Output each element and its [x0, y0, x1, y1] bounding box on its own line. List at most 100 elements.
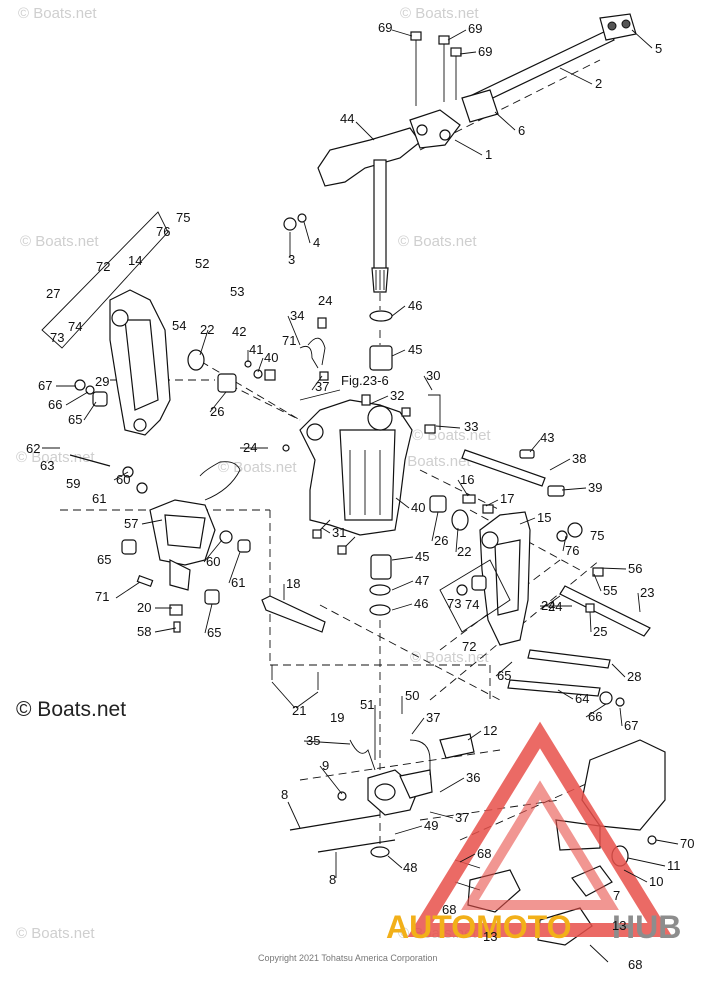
bolts-69: [410, 31, 462, 106]
leader-line: [203, 539, 223, 563]
callout-65: 65: [97, 552, 111, 567]
washer-46-lower: [369, 604, 391, 616]
callout-24: 24: [548, 599, 562, 614]
leader-line: [559, 67, 593, 85]
leader-line: [561, 487, 587, 491]
leader-line: [113, 471, 129, 481]
leader-line: [321, 527, 331, 534]
callout-20: 20: [137, 600, 151, 615]
callout-18: 18: [286, 576, 300, 591]
nut-3: [283, 217, 297, 231]
bushing-26-right: [429, 495, 447, 513]
callout-15: 15: [537, 510, 551, 525]
callout-14: 14: [128, 253, 142, 268]
callout-6: 6: [518, 123, 525, 138]
callout-56: 56: [628, 561, 642, 576]
leader-line: [394, 825, 423, 835]
callout-61: 61: [92, 491, 106, 506]
watermark: © Boats.net: [400, 5, 479, 22]
leader-line: [494, 111, 516, 131]
leader-line: [115, 581, 141, 599]
leader-line: [593, 573, 602, 592]
callout-60: 60: [206, 554, 220, 569]
brand-part2: HUB: [612, 909, 681, 945]
bushing-45-lower: [370, 554, 392, 580]
leader-line: [599, 567, 627, 570]
callout-70: 70: [680, 836, 694, 851]
leader-line: [585, 703, 607, 718]
leader-lines: [42, 29, 679, 883]
callout-62: 62: [26, 441, 40, 456]
callout-12: 12: [483, 723, 497, 738]
callout-67: 67: [38, 378, 52, 393]
leader-line: [423, 375, 433, 391]
callout-37: 37: [455, 810, 469, 825]
bushing-45: [369, 345, 393, 371]
callout-37: 37: [315, 379, 329, 394]
callout-66: 66: [48, 397, 62, 412]
callout-73: 73: [50, 330, 64, 345]
callout-19: 19: [330, 710, 344, 725]
leader-line: [319, 765, 343, 795]
callout-7: 7: [613, 888, 620, 903]
leader-line: [355, 121, 375, 141]
watermark: © Boats.net: [410, 649, 489, 666]
leader-line: [271, 681, 296, 709]
leader-line: [447, 29, 467, 41]
bushing-26-left: [217, 373, 237, 393]
figure-reference: Fig.23-6: [341, 373, 389, 388]
callout-26: 26: [210, 404, 224, 419]
callout-13: 13: [612, 918, 626, 933]
callout-67: 67: [624, 718, 638, 733]
brand-part1: AUTOMOTO: [386, 909, 571, 945]
leader-line: [457, 479, 469, 497]
leader-line: [637, 592, 641, 613]
callout-10: 10: [649, 874, 663, 889]
callout-24: 24: [541, 598, 555, 613]
callout-31: 31: [332, 525, 346, 540]
callout-59: 59: [66, 476, 80, 491]
left-clamp-bracket: [109, 289, 171, 436]
leader-line: [545, 595, 561, 607]
callout-75: 75: [176, 210, 190, 225]
leader-line: [435, 425, 461, 429]
callout-43: 43: [540, 430, 554, 445]
misc-upper-parts: [244, 317, 436, 452]
oring-47: [369, 584, 391, 596]
washer-4: [297, 213, 307, 223]
callout-68: 68: [628, 957, 642, 972]
leader-line: [557, 689, 574, 700]
callout-57: 57: [124, 516, 138, 531]
callout-41: 41: [249, 342, 263, 357]
leader-line: [562, 535, 567, 552]
leader-line: [83, 401, 97, 421]
callout-65: 65: [497, 668, 511, 683]
callout-11: 11: [667, 858, 681, 873]
stopper-18: [261, 595, 326, 690]
leader-line: [459, 853, 476, 863]
leader-line: [519, 517, 536, 525]
leader-line: [655, 839, 679, 845]
watermark: © Boats.net: [18, 5, 97, 22]
watermarks: © Boats.net © Boats.net © Boats.net © Bo…: [16, 5, 491, 942]
callout-68: 68: [477, 846, 491, 861]
leader-line: [467, 730, 482, 741]
leader-line: [395, 497, 410, 509]
callout-76: 76: [156, 224, 170, 239]
callout-22: 22: [200, 322, 214, 337]
leader-line: [303, 221, 311, 244]
callout-36: 36: [466, 770, 480, 785]
callout-1: 1: [485, 147, 492, 162]
callout-69: 69: [468, 21, 482, 36]
callout-45: 45: [415, 549, 429, 564]
callout-63: 63: [40, 458, 54, 473]
callout-68: 68: [442, 902, 456, 917]
leader-line: [631, 29, 653, 49]
leader-line: [369, 395, 389, 405]
callout-72: 72: [96, 259, 110, 274]
rod-59: [69, 454, 111, 467]
callout-13: 13: [483, 929, 497, 944]
callout-25: 25: [593, 624, 607, 639]
